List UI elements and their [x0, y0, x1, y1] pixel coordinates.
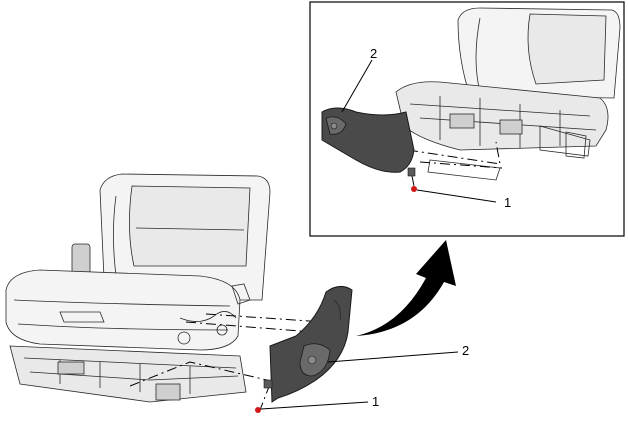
main-leader-2: [327, 351, 459, 363]
inset-label-1: 1: [504, 195, 511, 210]
inset-leader-1: [416, 189, 497, 203]
curved-arrow-icon: [356, 240, 456, 336]
inset-alignment-lines: [407, 141, 503, 187]
main-marker-dot: [255, 407, 261, 413]
inset-marker-dot: [411, 186, 417, 192]
main-trim-panel: [263, 286, 353, 403]
inset-leader-2: [341, 59, 373, 113]
main-leader-1: [260, 401, 369, 410]
inset-seat-illustration: [395, 7, 621, 181]
main-label-1: 1: [372, 394, 379, 409]
main-label-2: 2: [462, 343, 469, 358]
inset-trim-panel: [321, 107, 416, 177]
inset-label-2: 2: [370, 46, 377, 61]
main-seat-illustration: [5, 173, 271, 403]
